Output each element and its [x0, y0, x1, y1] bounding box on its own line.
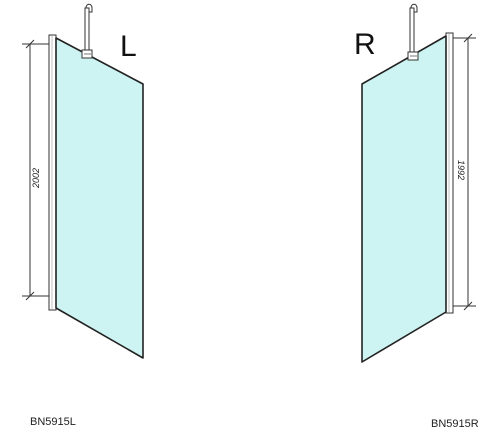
left-side-letter: L: [120, 30, 137, 63]
left-height-label: 2002: [31, 168, 41, 189]
right-support-bar: [407, 3, 419, 61]
left-model-code: BN5915L: [30, 416, 76, 428]
right-wall-profile: [445, 32, 454, 314]
right-model-code: BN5915R: [431, 418, 479, 430]
right-height-label: 1992: [456, 160, 466, 180]
right-height-dimension: [446, 33, 476, 311]
left-height-dimension: [22, 39, 50, 301]
left-support-bar: [81, 3, 93, 59]
left-panel-assembly: 2002 L BN5915L: [22, 3, 144, 428]
right-side-letter: R: [354, 28, 376, 61]
right-glass-panel: [361, 35, 447, 363]
left-wall-profile: [48, 34, 57, 311]
left-glass-panel: [55, 37, 144, 359]
right-panel-assembly: 1992 R BN5915R: [354, 3, 479, 430]
